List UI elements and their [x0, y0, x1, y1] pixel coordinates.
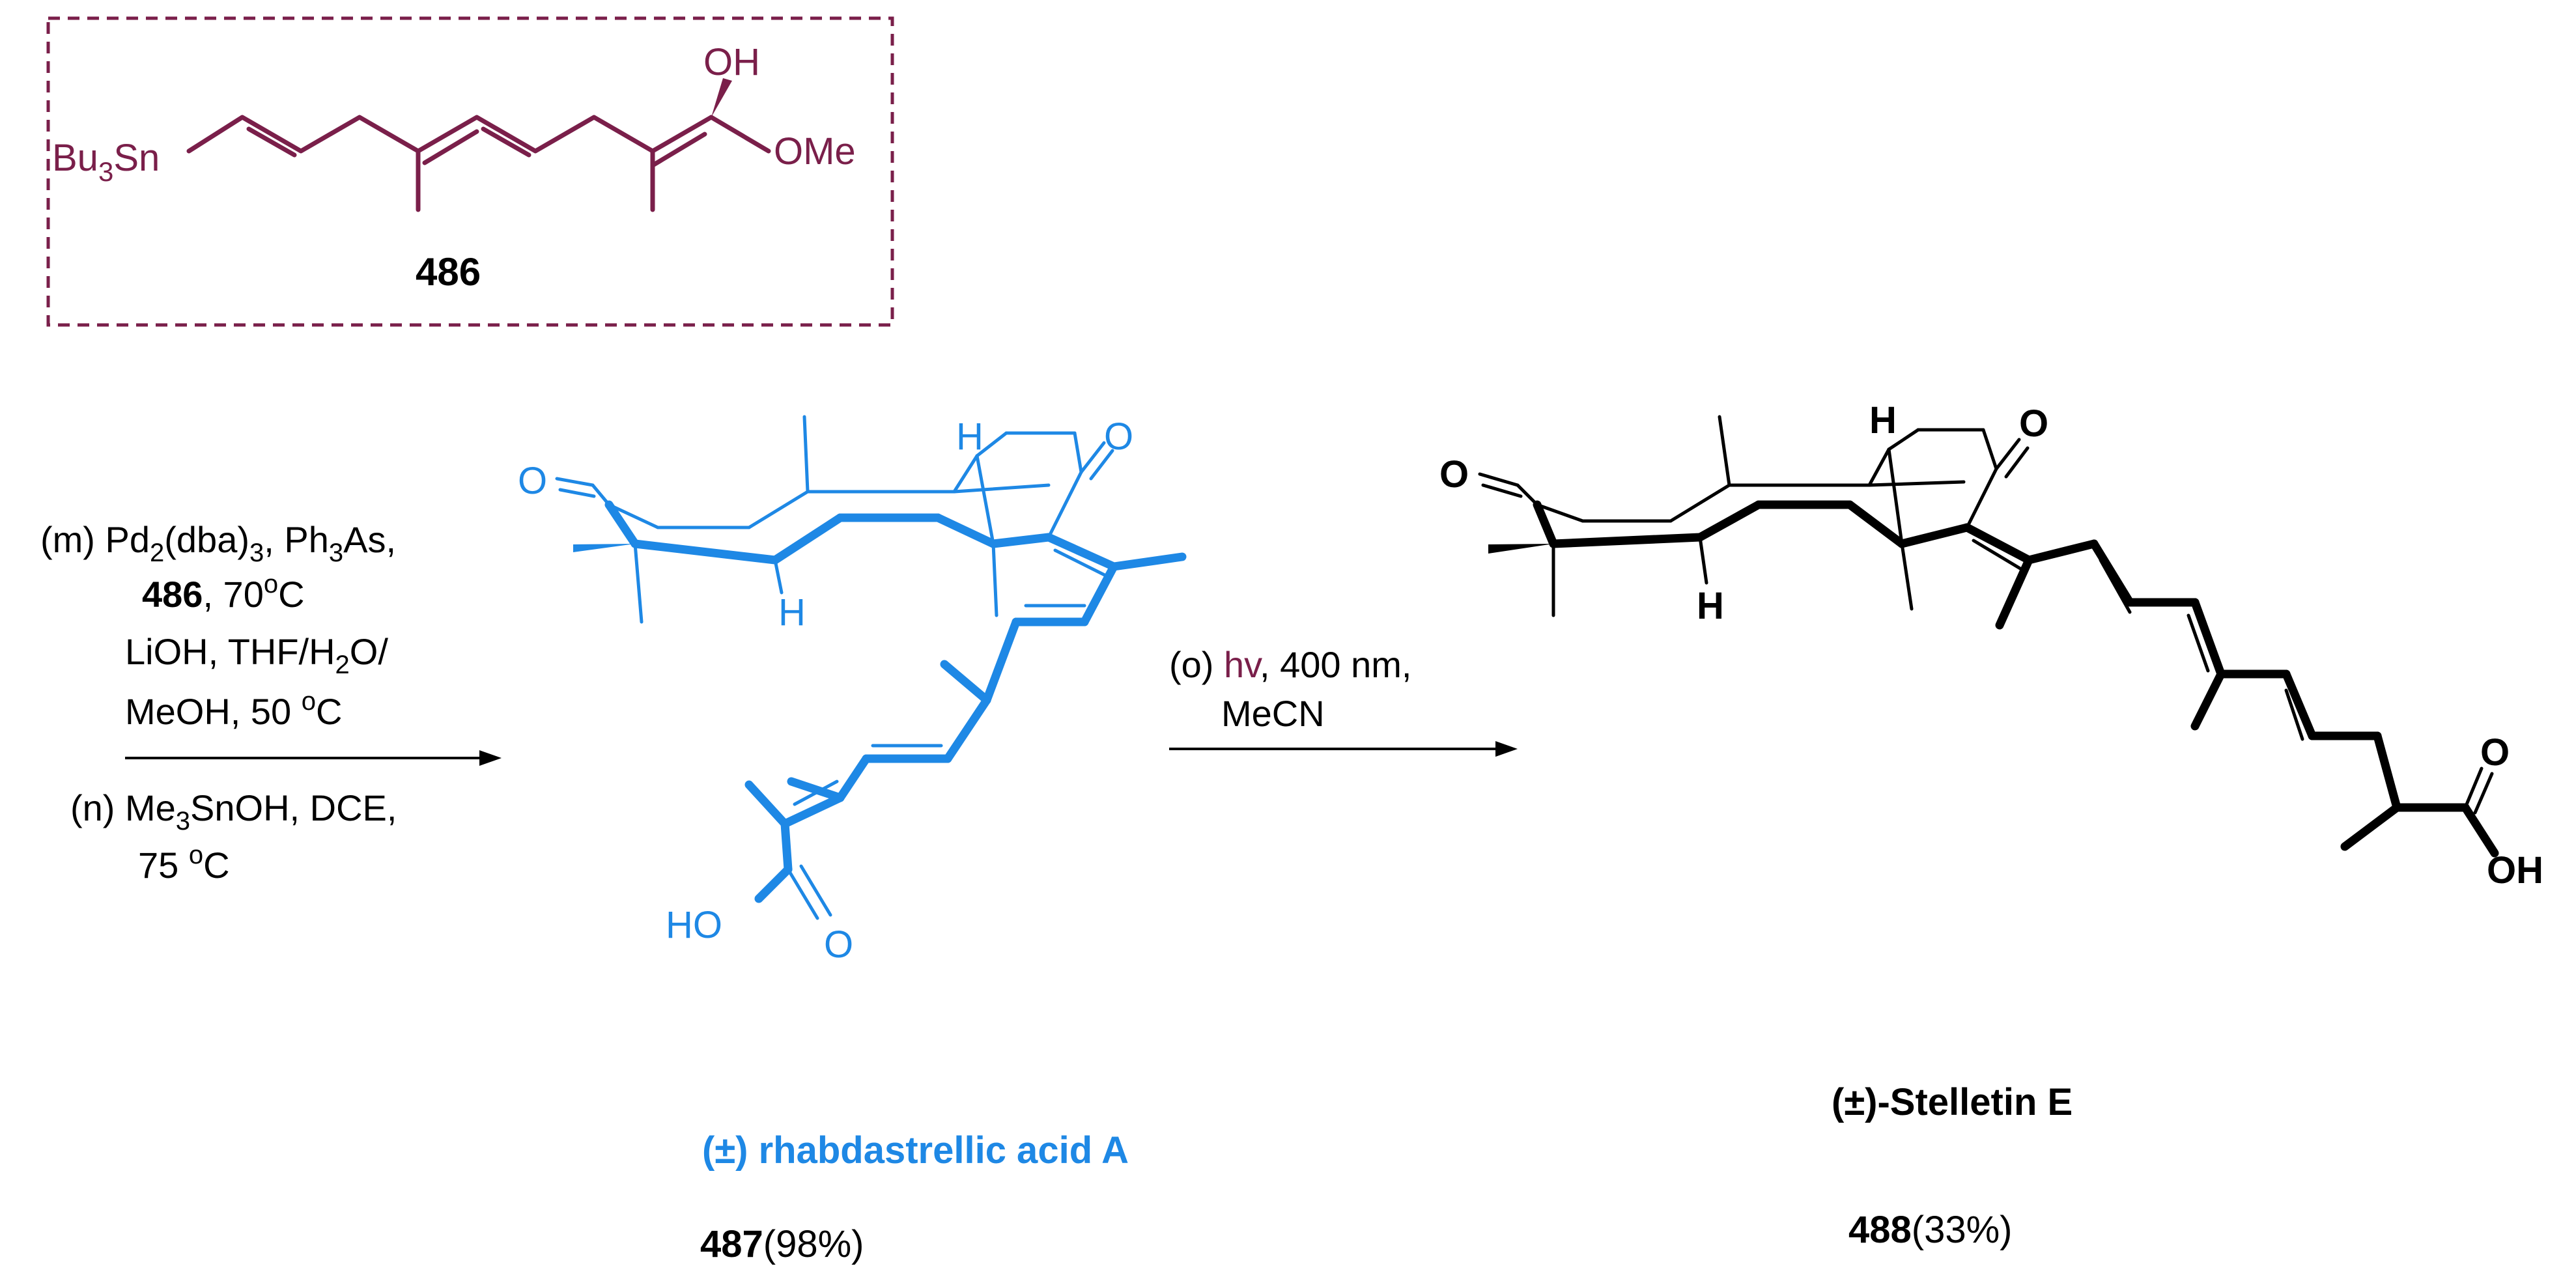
product-487-h-bottom: H: [778, 591, 806, 634]
product-487-o-ketone: O: [1104, 415, 1133, 458]
product-487-name: (±) rhabdastrellic acid A: [702, 1129, 1129, 1172]
product-487-wedge: [573, 544, 635, 552]
reagent-486-structure: [186, 115, 771, 212]
reagent-486-number: 486: [416, 250, 481, 294]
conditions-left-line2: 486, 70oC: [142, 570, 305, 615]
product-487-structure: [555, 415, 1187, 920]
product-487-o-acid: O: [824, 923, 853, 966]
product-488-o-left: O: [1439, 453, 1469, 496]
product-487-number-yield: 487(98%): [700, 1223, 864, 1265]
conditions-left-line3: LiOH, THF/H2O/: [125, 631, 388, 679]
product-488-number-yield: 488(33%): [1848, 1209, 2013, 1251]
reagent-486-ome-label: OMe: [774, 130, 856, 173]
arrow-right: [1169, 741, 1518, 757]
product-488-name: (±)-Stelletin E: [1832, 1081, 2073, 1123]
product-487-group: O O H H HO O (±) rhabdastrellic acid A 4…: [518, 415, 1187, 1265]
conditions-right: (o) hv, 400 nm, MeCN: [1169, 644, 1411, 734]
reagent-486-wedge: [711, 78, 732, 117]
product-488-group: O O H H O OH (±)-Stelletin E 488(33%): [1439, 399, 2543, 1251]
product-488-wedge: [1488, 544, 1553, 554]
conditions-left-line5: (n) Me3SnOH, DCE,: [70, 787, 397, 836]
product-488-h-top: H: [1869, 399, 1897, 442]
reagent-486-tin-label: Bu3Sn: [52, 137, 160, 187]
conditions-right-line2: MeCN: [1221, 693, 1325, 734]
reagent-486-dashed-box: [46, 16, 894, 327]
product-488-h-bottom: H: [1697, 585, 1724, 627]
conditions-left-line1: (m) Pd2(dba)3, Ph3As,: [40, 519, 396, 567]
product-488-structure: [1478, 415, 2499, 858]
reagent-486-group: Bu3Sn OH OMe 486: [46, 16, 894, 327]
conditions-left-line6: 75 oC: [138, 841, 230, 886]
product-487-ho: HO: [666, 904, 722, 946]
product-487-o-left: O: [518, 460, 547, 502]
arrow-left: [125, 750, 502, 766]
conditions-left-line4: MeOH, 50 oC: [125, 687, 342, 732]
reagent-486-oh-label: OH: [703, 41, 760, 83]
product-488-o-acid: O: [2480, 731, 2510, 774]
product-488-oh: OH: [2487, 849, 2543, 892]
product-488-o-ketone: O: [2019, 402, 2048, 445]
conditions-right-line1: (o) hv, 400 nm,: [1169, 644, 1411, 685]
product-487-h-top: H: [956, 415, 984, 458]
conditions-left: (m) Pd2(dba)3, Ph3As, 486, 70oC LiOH, TH…: [40, 519, 397, 886]
